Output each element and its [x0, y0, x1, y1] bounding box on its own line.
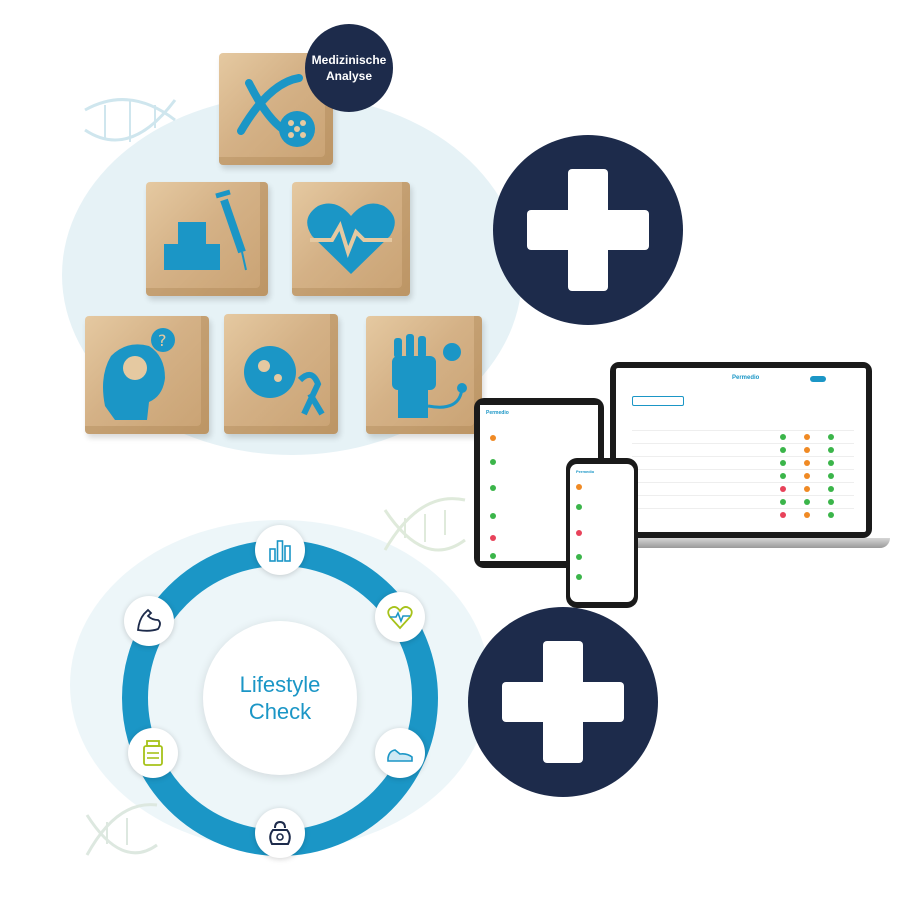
phone-screen: Permedio — [570, 464, 634, 602]
cube-sugar-syringe — [146, 182, 268, 296]
cube-brain: ? — [85, 316, 209, 434]
fist-virus-icon — [392, 334, 467, 418]
phone-mockup: Permedio — [566, 458, 638, 608]
kettlebell-icon — [269, 820, 291, 845]
heart-rate-icon — [387, 606, 413, 630]
supplement-jar-icon — [143, 740, 163, 766]
cube-heart-pulse — [292, 182, 410, 296]
dna-decoration-icon — [85, 803, 158, 856]
sneaker-icon — [387, 749, 413, 762]
laptop-mockup: Permedio — [592, 362, 890, 552]
svg-text:?: ? — [158, 331, 167, 350]
lifestyle-node-sneaker — [375, 728, 425, 778]
plus-horizontal-bar — [502, 682, 624, 722]
lifestyle-node-kettlebell — [255, 808, 305, 858]
plus-circle-top — [493, 135, 683, 325]
bar-chart-icon — [269, 540, 291, 562]
laptop-lid: Permedio — [610, 362, 872, 538]
lifestyle-node-heart — [375, 592, 425, 642]
dna-decoration-icon — [84, 98, 177, 142]
cube-fist-virus — [366, 316, 482, 434]
sugar-cubes-syringe-icon — [164, 189, 247, 271]
plus-circle-bottom — [468, 607, 658, 797]
lifestyle-check-center: Lifestyle Check — [203, 621, 357, 775]
medical-analysis-badge: Medizinische Analyse — [305, 24, 393, 112]
lifestyle-node-muscle — [124, 596, 174, 646]
laptop-action-button — [810, 376, 826, 382]
tablet-brand: Permedio — [486, 410, 509, 416]
laptop-search-box — [632, 396, 684, 406]
phone-brand: Permedio — [576, 469, 595, 474]
heart-pulse-icon — [307, 203, 395, 274]
laptop-screen: Permedio — [616, 368, 866, 532]
cancer-cell-ribbon-icon — [244, 346, 325, 416]
dna-molecule-icon — [237, 74, 315, 147]
lifestyle-title-line1: Lifestyle — [239, 672, 321, 697]
brain-question-icon: ? — [103, 328, 175, 420]
lifestyle-node-stats — [255, 525, 305, 575]
lifestyle-node-supplement — [128, 728, 178, 778]
lifestyle-title-line2: Check — [248, 699, 312, 724]
laptop-base — [592, 538, 890, 548]
badge-line1: Medizinische — [311, 53, 387, 67]
dna-decoration-icon — [383, 497, 466, 552]
laptop-table — [632, 418, 854, 528]
badge-line2: Analyse — [325, 69, 373, 83]
cube-cancer-cell — [224, 314, 338, 434]
laptop-brand: Permedio — [732, 375, 760, 381]
plus-horizontal-bar — [527, 210, 649, 250]
muscle-arm-icon — [137, 608, 161, 632]
